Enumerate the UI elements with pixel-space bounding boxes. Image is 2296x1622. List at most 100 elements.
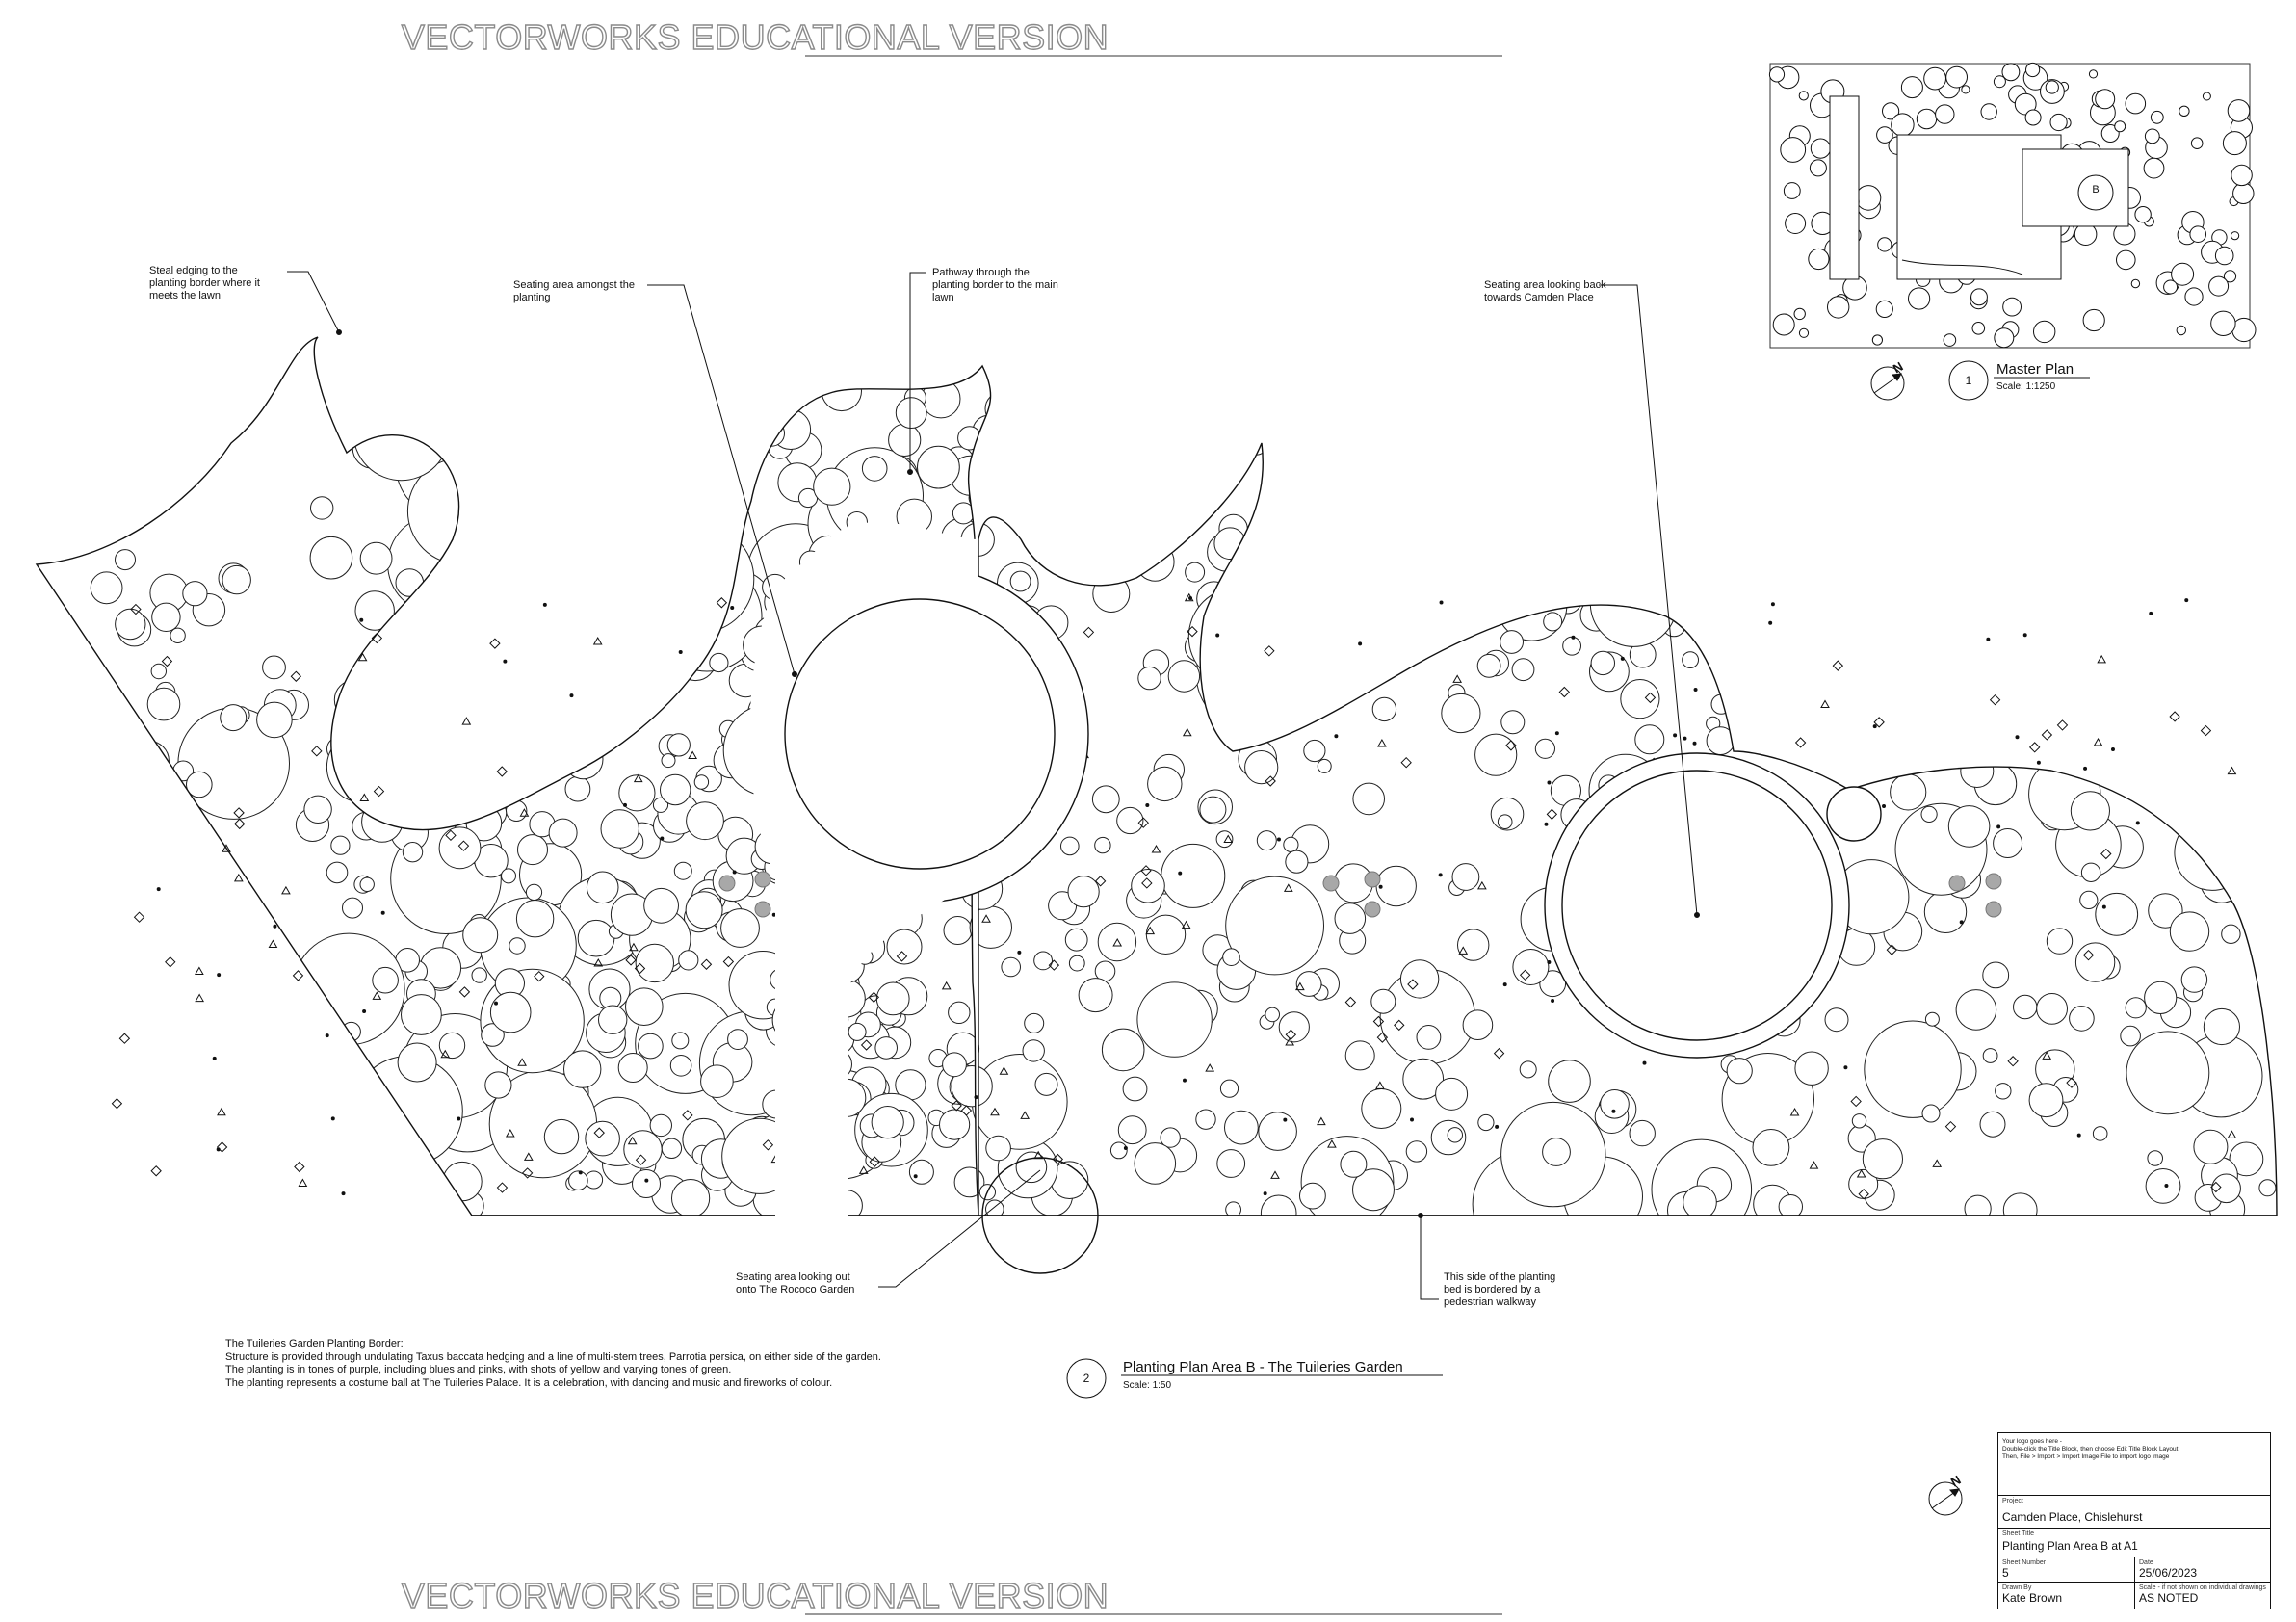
plant-circle xyxy=(999,441,1042,484)
plant-circle xyxy=(166,1003,182,1019)
plant-symbol xyxy=(1856,1169,1866,1178)
plant-circle xyxy=(401,994,442,1035)
plant-circle xyxy=(586,871,619,904)
plant-symbol xyxy=(461,717,472,725)
plant-circle xyxy=(47,1153,68,1174)
plant-circle xyxy=(256,701,293,739)
plant-circle xyxy=(673,861,692,880)
plant-circle xyxy=(1435,1077,1469,1111)
plant-circle xyxy=(146,687,181,721)
plant-symbol xyxy=(1872,724,1877,729)
plant-circle xyxy=(1699,605,1730,636)
plant-symbol xyxy=(281,885,291,895)
plant-circle xyxy=(1474,733,1518,776)
plant-symbol xyxy=(1932,1159,1943,1167)
plant-symbol xyxy=(1438,873,1443,877)
plant-circle xyxy=(1225,1201,1241,1216)
plant-circle xyxy=(444,735,485,775)
master-plan-tree xyxy=(2189,225,2206,243)
sheet-number-label: Sheet Number xyxy=(2002,1559,2047,1566)
plant-circle xyxy=(968,487,989,509)
plant-circle xyxy=(1534,738,1556,759)
plant-circle xyxy=(645,524,755,634)
plant-circle xyxy=(1244,750,1279,785)
plant-circle xyxy=(151,602,181,632)
plant-circle xyxy=(1405,1140,1428,1163)
annotation-leaders xyxy=(287,271,1700,1300)
plant-circle xyxy=(652,797,669,813)
plant-circle xyxy=(1407,631,1435,659)
plant-symbol xyxy=(1642,1060,1647,1065)
plant-circle xyxy=(639,694,658,714)
plant-circle xyxy=(1322,595,1363,636)
plant-symbol xyxy=(216,1141,228,1153)
plant-symbol xyxy=(1571,635,1576,640)
plant-circle xyxy=(1500,630,1524,654)
planting-plan-title: Planting Plan Area B - The Tuileries Gar… xyxy=(1123,1359,1403,1375)
plant-circle xyxy=(1195,618,1308,730)
plant-symbol xyxy=(1187,625,1198,638)
plant-circle xyxy=(1890,773,1927,811)
plant-circle xyxy=(1241,626,1265,649)
note-seating-amongst: Seating area amongst the planting xyxy=(513,279,635,303)
project-cell: Project Camden Place, Chislehurst xyxy=(1998,1496,2270,1529)
tree-marker xyxy=(1322,875,1340,892)
plant-circle xyxy=(2147,1150,2163,1166)
plant-circle xyxy=(1352,782,1385,816)
master-plan-tree xyxy=(2125,92,2147,115)
plant-circle xyxy=(170,627,186,643)
plant-circle xyxy=(444,575,475,606)
master-plan-tree xyxy=(1935,104,1955,124)
plant-circle xyxy=(76,1093,105,1121)
plant-symbol xyxy=(635,1154,647,1165)
plant-circle xyxy=(1457,929,1490,961)
plant-circle xyxy=(354,590,395,631)
plant-symbol xyxy=(1832,660,1844,671)
plant-circle xyxy=(632,1169,661,1198)
plant-circle xyxy=(1278,1011,1310,1043)
plant-circle xyxy=(1068,955,1085,972)
plant-symbol xyxy=(1794,737,1807,748)
plant-circle xyxy=(568,1170,588,1190)
plant-circle xyxy=(354,1177,397,1216)
leader-arrowhead xyxy=(1694,912,1700,918)
plant-circle xyxy=(623,1130,663,1169)
plant-circle xyxy=(2070,791,2110,831)
note-seating-back: Seating area looking back towards Camden… xyxy=(1484,279,1606,303)
plant-symbol xyxy=(1112,938,1123,947)
master-plan-tree xyxy=(2222,131,2247,156)
plant-symbol xyxy=(457,1116,461,1121)
plant-symbol xyxy=(1283,1117,1288,1122)
date-value: 25/06/2023 xyxy=(2139,1566,2198,1580)
plant-symbol xyxy=(869,1156,880,1167)
plant-symbol xyxy=(311,746,323,757)
plant-circle xyxy=(1265,1007,1280,1023)
plant-symbol xyxy=(519,808,530,817)
drawing-callouts xyxy=(1066,360,2090,1516)
master-plan-tree xyxy=(1993,75,2006,89)
plant-circle xyxy=(1199,796,1227,824)
seating-areas xyxy=(749,522,1882,1274)
plant-circle xyxy=(921,379,961,419)
plant-circle xyxy=(404,597,445,640)
plant-circle xyxy=(1137,666,1161,691)
plant-circle xyxy=(222,988,251,1016)
plant-symbol xyxy=(1377,738,1387,747)
plant-circle xyxy=(1548,1060,1591,1103)
plant-circle xyxy=(1009,570,1031,592)
plant-circle xyxy=(269,947,299,977)
plant-circle xyxy=(661,1138,683,1160)
watermark-top: VECTORWORKS EDUCATIONAL VERSION xyxy=(401,16,1109,57)
plant-circle xyxy=(666,733,691,757)
plant-symbol xyxy=(868,991,880,1004)
plant-circle xyxy=(871,1106,904,1139)
plant-circle xyxy=(449,775,489,816)
plant-circle xyxy=(561,605,674,719)
plant-circle xyxy=(1398,595,1421,617)
plant-circle xyxy=(524,630,546,653)
watermark-top-underline xyxy=(805,55,1502,57)
master-plan-tree xyxy=(1908,287,1931,310)
plant-circle xyxy=(1001,956,1021,978)
plant-symbol xyxy=(362,1008,367,1013)
master-plan-tree xyxy=(1971,322,1986,335)
